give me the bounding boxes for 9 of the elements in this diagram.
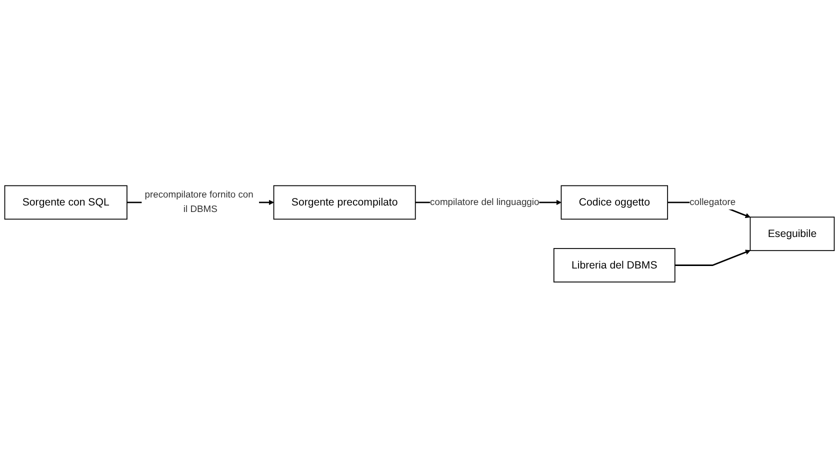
edge-label: collegatore [690,196,736,207]
node-box: Sorgente con SQL [4,184,128,220]
edge-label: precompilatore fornito con il DBMS [144,190,254,214]
node-box: Eseguibile [750,216,835,251]
edge-label: compilatore del linguaggio [430,196,540,207]
arrow [674,249,750,266]
node-box: Sorgente precompilato [273,184,416,220]
node-box: Libreria del DBMS [553,248,676,282]
node-box: Codice oggetto [560,184,668,220]
